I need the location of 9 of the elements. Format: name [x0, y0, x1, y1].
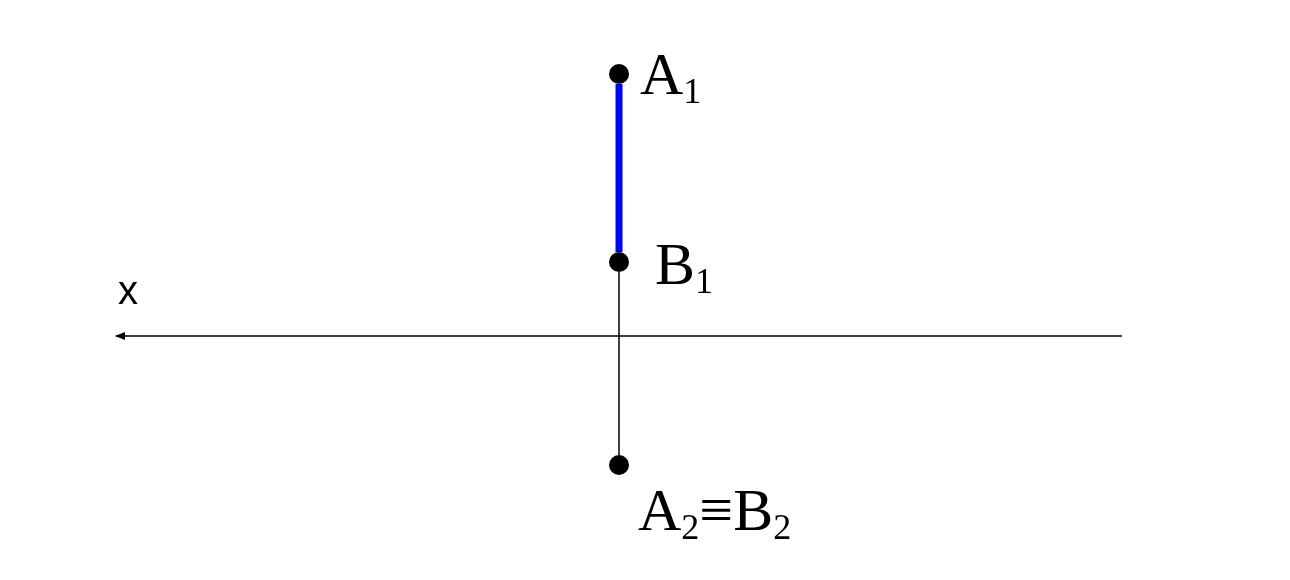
axis-label: x [118, 268, 138, 312]
point [609, 64, 629, 84]
point-label: A$_{1}$ [640, 42, 702, 106]
line-segment [615, 84, 623, 252]
line-segment [618, 271, 620, 456]
point-label: A$_{2}$≡B$_{2}$ [638, 478, 792, 542]
point [609, 252, 629, 272]
point [609, 455, 629, 475]
point-label: B$_{1}$ [655, 232, 714, 296]
